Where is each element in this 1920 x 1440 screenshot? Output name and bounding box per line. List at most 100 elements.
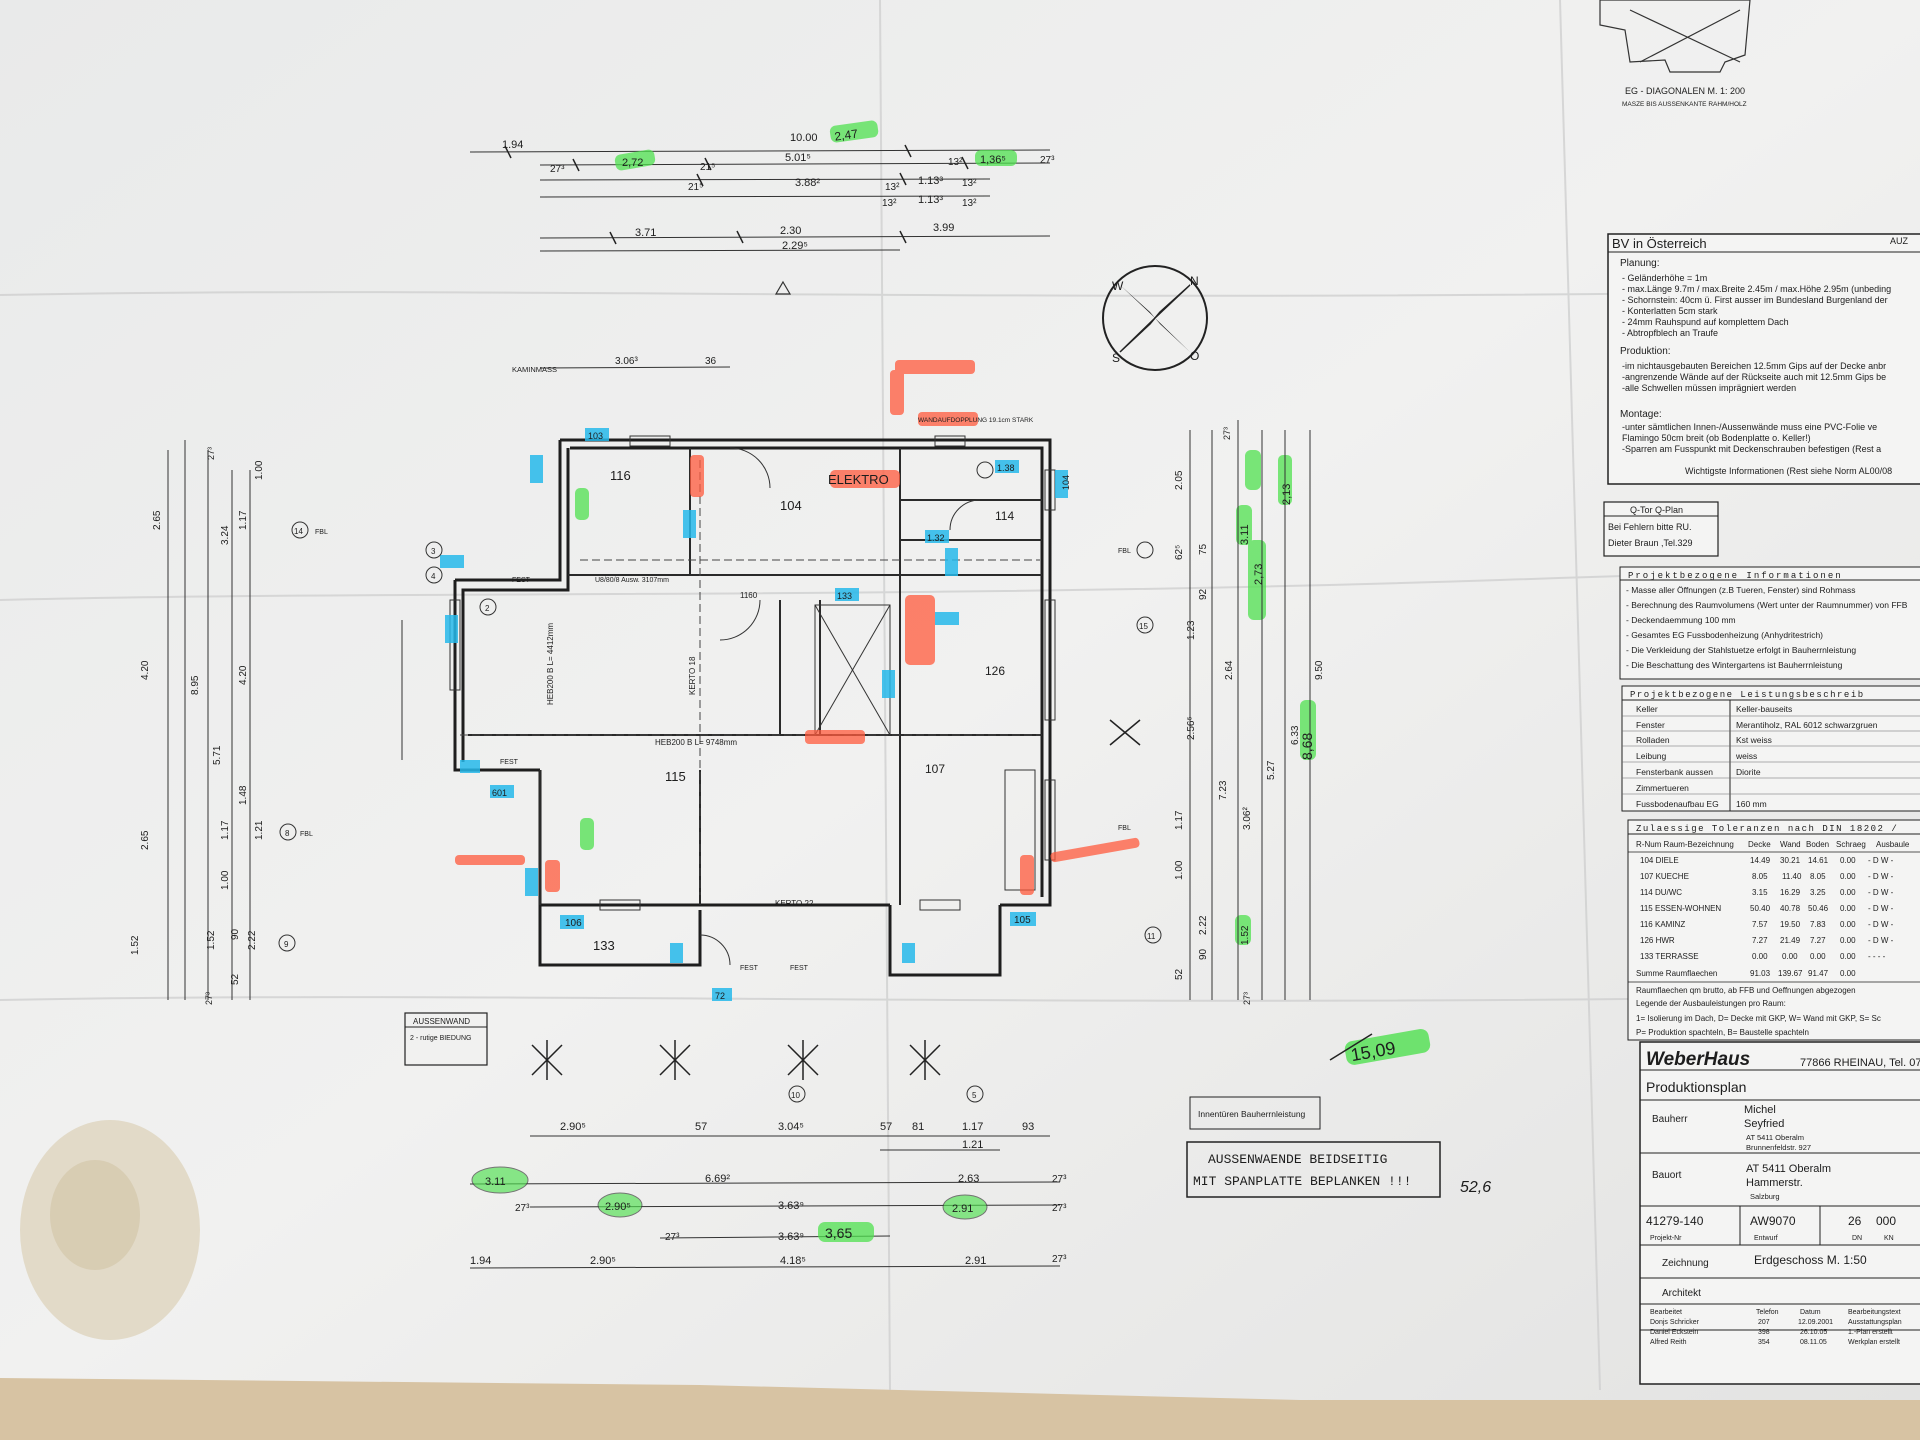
tol-r3-4: 0.00: [1840, 888, 1856, 897]
axis-11: 11: [1147, 932, 1156, 941]
tol-r5-5: - D W -: [1868, 920, 1894, 929]
left-dim-8: 5.71: [212, 745, 223, 765]
room-116: 116: [610, 468, 631, 483]
circled-dim-2: [597, 1192, 643, 1218]
tol-r7-0: 133 TERRASSE: [1640, 952, 1699, 961]
leistung-v-5: Diorite: [1736, 767, 1761, 777]
bauort-label: Bauort: [1652, 1170, 1682, 1181]
dim-r3-5: 13²: [962, 178, 977, 189]
dim-r2-3: 21⁵: [700, 162, 715, 173]
kaminmass-label: KAMINMASS: [512, 365, 557, 374]
dim-r4-2: 1.13³: [918, 194, 943, 206]
tol-r2-2: 11.40: [1782, 872, 1802, 881]
toleranz-h-4: Schraeg: [1836, 840, 1866, 849]
log-r2-3: 1.-Plan erstellt: [1848, 1329, 1893, 1336]
bv-prod-3: -alle Schwellen müssen imprägniert werde…: [1622, 383, 1796, 393]
bv-planung-1: - Geländerhöhe = 1m: [1622, 273, 1707, 283]
green-diag-arrow: [1329, 1033, 1373, 1061]
entwurf: AW9070: [1750, 1214, 1796, 1228]
bot-b6-3: 4.18⁵: [780, 1255, 806, 1267]
projekt-info-1: - Masse aller Öffnungen (z.B Tueren, Fen…: [1626, 585, 1855, 595]
sink-icon: [976, 461, 994, 479]
tol-r6-0: 126 HWR: [1640, 936, 1675, 945]
tol-r5-3: 7.83: [1810, 920, 1826, 929]
kerto-note-2: KERTO 22: [775, 899, 814, 908]
right-mark-1: 3.11: [1239, 524, 1251, 545]
leistung-k-3: Rolladen: [1636, 735, 1670, 745]
projekt-info-2: - Berechnung des Raumvolumens (Wert unte…: [1626, 600, 1908, 610]
dim-r3-2: 3.88²: [795, 177, 820, 189]
bv-panel: [1607, 233, 1920, 485]
brand-address: 77866 RHEINAU, Tel. 078: [1800, 1057, 1920, 1069]
dim-r2-5: 13²: [948, 157, 963, 168]
tol-r6-2: 21.49: [1780, 936, 1801, 945]
dim-r5-2: 2.30: [780, 225, 801, 237]
log-r3-1: 354: [1758, 1339, 1770, 1346]
highlight-green-2: [614, 149, 656, 171]
bot-b6-2: 2.90⁵: [590, 1255, 616, 1267]
bv-planung-2: - max.Länge 9.7m / max.Breite 2.45m / ma…: [1622, 284, 1891, 294]
circled-dim-3: [942, 1194, 988, 1220]
dim-r5-1: 3.71: [635, 227, 656, 239]
bot-b6-1: 1.94: [470, 1255, 491, 1267]
bv-title: BV in Österreich: [1612, 236, 1707, 251]
compass-rose-icon: [1102, 265, 1208, 371]
log-r2-1: 398: [1758, 1329, 1770, 1336]
left-dim-1: 2.65: [152, 510, 163, 530]
leistung-k-2: Fenster: [1636, 720, 1665, 730]
log-r1-3: Ausstattungsplan: [1848, 1319, 1902, 1326]
toleranz-title: Zulaessige Toleranzen nach DIN 18202 /: [1636, 824, 1898, 834]
tag-71: 72: [715, 991, 725, 1001]
room-126: 126: [985, 664, 1005, 678]
bv-produktion: Produktion:: [1620, 346, 1671, 357]
bot-b1-2: 57: [695, 1121, 707, 1133]
leistung-v-1: Keller-bauseits: [1736, 704, 1792, 714]
left-dim-4: 1.00: [254, 460, 265, 480]
dim-r5-3: 3.99: [933, 222, 954, 234]
axis-3: 3: [431, 547, 436, 556]
axis-5: 5: [972, 1091, 977, 1100]
right-mark-5: 1.52: [1240, 925, 1251, 945]
bot-b6-5: 27³: [1052, 1254, 1067, 1265]
right-dim-11: 52: [1174, 968, 1185, 980]
qtor-l1: Q-Tor Q-Plan: [1630, 505, 1683, 515]
axis-15: 15: [1139, 622, 1148, 631]
room-133: 133: [593, 938, 615, 953]
left-dim-19: 27³: [204, 992, 214, 1005]
kn-label: KN: [1884, 1235, 1894, 1242]
left-dim-3: 1.17: [238, 510, 249, 530]
bot-b4-3: 3.63⁹: [778, 1200, 804, 1212]
tol-note-3: 1= Isolierung im Dach, D= Decke mit GKP,…: [1636, 1014, 1881, 1023]
log-h-2: Datum: [1800, 1309, 1821, 1316]
dim-top-1: 1.94: [502, 139, 523, 151]
bv-footer: Wichtigste Informationen (Rest siehe Nor…: [1685, 466, 1892, 476]
hint-box: [1189, 1096, 1321, 1130]
projekt-info-title: Projektbezogene Informationen: [1628, 571, 1843, 581]
fest-3: FEST: [790, 965, 809, 972]
compass-s: S: [1112, 351, 1120, 365]
right-dim-5: 1.23: [1186, 620, 1197, 640]
section-marker-icon: [774, 280, 792, 295]
axis-10: 10: [791, 1091, 800, 1100]
dim-top-2: 10.00: [790, 132, 818, 144]
elektro-label: ELEKTRO: [828, 472, 889, 487]
leistung-k-5: Fensterbank aussen: [1636, 767, 1713, 777]
kn-value: 000: [1876, 1214, 1896, 1228]
dim-r4-1: 13²: [882, 198, 897, 209]
left-dim-15: 1.52: [206, 930, 217, 950]
tol-r2-3: 8.05: [1810, 872, 1826, 881]
tol-r3-5: - D W -: [1868, 888, 1894, 897]
blue-tags: [440, 428, 1068, 1001]
log-r3-0: Alfred Reith: [1650, 1339, 1687, 1346]
right-dim-6: 2.64: [1224, 660, 1235, 680]
toleranz-h-1: Decke: [1748, 840, 1771, 849]
kaminmass-v1: 3.06³: [615, 356, 638, 367]
title-block-lines: [1640, 1069, 1920, 1331]
aussenwand-l1: AUSSENWAND: [413, 1017, 470, 1026]
tol-r5-0: 116 KAMINZ: [1640, 920, 1685, 929]
tol-r4-2: 40.78: [1780, 904, 1801, 913]
left-dim-9: 2.65: [140, 830, 151, 850]
leistung-title: Projektbezogene Leistungsbeschreib: [1630, 690, 1865, 700]
fest-2: FEST: [740, 965, 759, 972]
room-114: 114: [995, 509, 1014, 523]
